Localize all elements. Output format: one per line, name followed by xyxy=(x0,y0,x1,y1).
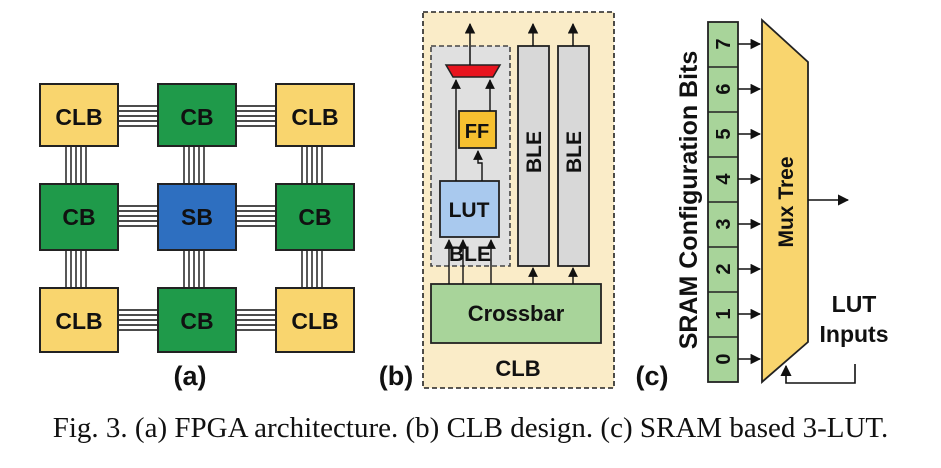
panel-a-fpga-architecture: CLB CB CLB CB SB CB CLB CB CLB (a) xyxy=(39,83,355,391)
ff-block xyxy=(458,110,497,149)
cb-label: CB xyxy=(62,204,95,230)
ble-column xyxy=(557,45,590,267)
clb-container-label: CLB xyxy=(495,356,540,381)
clb-label: CLB xyxy=(55,104,102,130)
lut-block xyxy=(439,180,500,238)
ble-label: BLE xyxy=(449,243,491,266)
figure: CLB CB CLB CB SB CB CLB CB CLB (a) FF LU xyxy=(39,11,889,391)
clb-block xyxy=(275,83,355,147)
ble-column xyxy=(517,45,550,267)
cb-label: CB xyxy=(298,204,331,230)
routing-wires-vertical xyxy=(65,146,323,288)
ff-label: FF xyxy=(465,121,489,143)
figure-caption: Fig. 3. (a) FPGA architecture. (b) CLB d… xyxy=(52,412,889,444)
crossbar-block xyxy=(430,283,602,344)
lut-inputs-label-line2: Inputs xyxy=(820,321,889,347)
clb-label: CLB xyxy=(291,104,338,130)
panel-b-clb-design: FF LUT BLE BLE BLE Crossbar CLB xyxy=(379,11,615,391)
sram-bit-3: 3 xyxy=(713,218,735,229)
sram-bit-1: 1 xyxy=(713,308,735,319)
clb-label: CLB xyxy=(291,308,338,334)
ble-column-label: BLE xyxy=(523,131,546,173)
sb-block xyxy=(157,183,237,251)
sram-config-bits-label: SRAM Configuration Bits xyxy=(675,51,703,350)
routing-wires-horizontal xyxy=(118,105,276,331)
panel-c-sram-3-lut: SRAM Configuration Bits 7 6 5 4 3 2 1 0 xyxy=(636,17,889,391)
sram-bit-7: 7 xyxy=(713,38,735,49)
panel-a-tag: (a) xyxy=(174,361,207,391)
clb-block xyxy=(39,83,119,147)
panel-c-tag: (c) xyxy=(636,361,669,391)
ble-column-label: BLE xyxy=(563,131,586,173)
sram-bit-2: 2 xyxy=(713,263,735,274)
mux-tree xyxy=(761,17,809,384)
clb-block xyxy=(275,287,355,353)
panel-b-tag: (b) xyxy=(379,361,413,391)
sram-bit-6: 6 xyxy=(713,83,735,94)
cb-label: CB xyxy=(180,308,213,334)
cb-block xyxy=(39,183,119,251)
cb-label: CB xyxy=(180,104,213,130)
output-mux xyxy=(444,64,502,78)
sram-bit-4: 4 xyxy=(713,173,735,185)
mux-tree-label: Mux Tree xyxy=(775,156,798,247)
lut-label: LUT xyxy=(449,199,490,222)
sram-bit-0: 0 xyxy=(713,353,735,364)
clb-block xyxy=(39,287,119,353)
sram-bit-5: 5 xyxy=(713,128,735,139)
clb-label: CLB xyxy=(55,308,102,334)
cb-block xyxy=(275,183,355,251)
cb-block xyxy=(157,287,237,353)
crossbar-label: Crossbar xyxy=(468,301,565,326)
cb-block xyxy=(157,83,237,147)
sb-label: SB xyxy=(181,204,213,230)
lut-inputs-label-line1: LUT xyxy=(832,291,877,317)
